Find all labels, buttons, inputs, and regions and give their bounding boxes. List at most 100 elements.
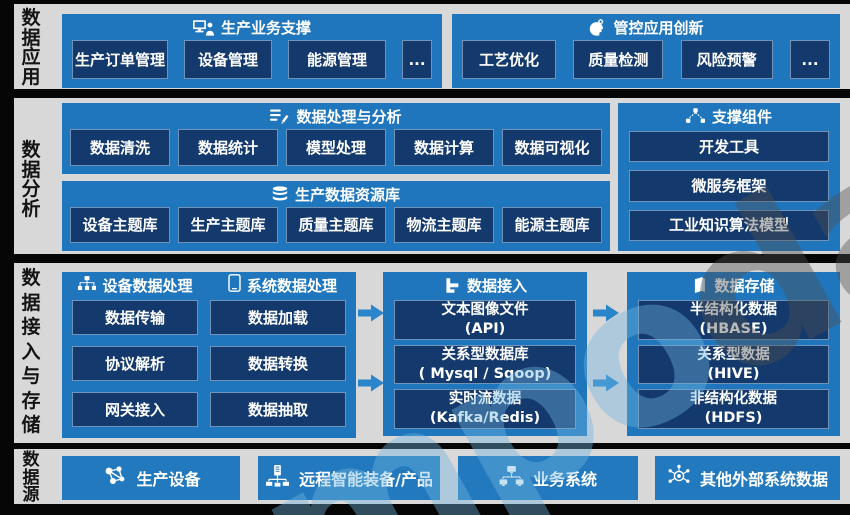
- repository-item: 物流主题库: [394, 207, 494, 243]
- repository-item: 能源主题库: [502, 207, 602, 243]
- source-production-equipment: 生产设备: [62, 456, 240, 500]
- layer-label-data-analysis: 数据分析: [21, 139, 41, 220]
- business-support-items: 生产订单管理 设备管理 能源管理 ...: [62, 40, 442, 88]
- terminals-icon: [499, 465, 524, 491]
- source-remote-equipment: 远程智能装备/产品: [258, 456, 440, 500]
- source-business-systems: 业务系统: [458, 456, 638, 500]
- source-external-systems: 其他外部系统数据: [655, 456, 840, 500]
- production-repository-title-row: 生产数据资源库: [62, 181, 610, 207]
- item-line1: 半结构化数据: [690, 302, 777, 318]
- control-innovation-item: 工艺优化: [462, 40, 556, 79]
- item-line1: 关系型数据库: [441, 346, 529, 363]
- item-line2: (HBASE): [699, 320, 768, 337]
- control-innovation-item-more: ...: [789, 40, 830, 79]
- data-processing-items: 数据清洗 数据统计 模型处理 数据计算 数据可视化: [62, 129, 610, 174]
- source-label: 生产设备: [136, 470, 201, 489]
- data-processing-item: 数据清洗: [70, 129, 170, 166]
- control-innovation-title-row: 管控应用创新: [452, 14, 840, 40]
- remote-devices-icon: [265, 464, 290, 492]
- item-line2: (API): [464, 320, 506, 337]
- molecule-icon: [101, 463, 127, 493]
- monitor-user-icon: [192, 19, 214, 36]
- processing-items-grid: 数据传输 数据加载 协议解析 数据转换 网关接入 数据抽取: [62, 298, 356, 438]
- panel-title: 设备数据处理: [102, 276, 193, 295]
- panel-production-repository: 生产数据资源库 设备主题库 生产主题库 质量主题库 物流主题库 能源主题库: [62, 181, 610, 251]
- hierarchy-icon: [78, 275, 97, 295]
- panel-data-processing: 数据处理与分析 数据清洗 数据统计 模型处理 数据计算 数据可视化: [62, 103, 610, 174]
- source-label: 远程智能装备/产品: [299, 470, 433, 489]
- processing-title-row: 设备数据处理 系统数据处理: [62, 272, 356, 298]
- data-access-item: 文本图像文件 (API): [394, 300, 576, 340]
- panel-title: 系统数据处理: [246, 276, 337, 295]
- control-innovation-items: 工艺优化 质量检测 风险预警 ...: [452, 40, 840, 88]
- system-processing-item: 数据抽取: [210, 392, 346, 427]
- panel-title: 数据存储: [714, 276, 775, 295]
- support-component-item: 工业知识算法模型: [629, 209, 829, 241]
- panel-title: 生产数据资源库: [294, 185, 400, 204]
- item-line1: 关系型数据: [697, 346, 770, 363]
- panel-business-support: 生产业务支撑 生产订单管理 设备管理 能源管理 ...: [62, 14, 442, 88]
- storage-box-icon: [692, 276, 707, 295]
- data-storage-item: 非结构化数据 (HDFS): [638, 389, 829, 430]
- system-processing-item: 数据加载: [210, 300, 346, 335]
- support-component-item: 开发工具: [629, 131, 829, 163]
- layer-label-data-source: 数据源: [22, 450, 40, 505]
- panel-title: 数据处理与分析: [296, 107, 402, 126]
- flow-arrow-right: [593, 374, 619, 392]
- layer-divider-2: [0, 254, 850, 263]
- panel-data-access: 数据接入 文本图像文件 (API) 关系型数据库 ( Mysql / Sqoop…: [383, 272, 587, 436]
- layer-label-data-ingest-storage: 数据接入与存储: [21, 267, 41, 436]
- panel-title: 数据接入: [466, 276, 527, 295]
- production-repository-items: 设备主题库 生产主题库 质量主题库 物流主题库 能源主题库: [62, 207, 610, 251]
- business-support-item: 设备管理: [184, 40, 272, 79]
- panel-device-system-processing: 设备数据处理 系统数据处理 数据传输 数据加载 协议解析 数据转换 网关接入 数…: [62, 272, 356, 438]
- data-access-item: 关系型数据库 ( Mysql / Sqoop): [394, 344, 576, 385]
- data-storage-item: 半结构化数据 (HBASE): [638, 300, 829, 340]
- control-innovation-item: 风险预警: [680, 40, 773, 79]
- panel-control-innovation: 管控应用创新 工艺优化 质量检测 风险预警 ...: [452, 14, 840, 88]
- device-processing-item: 网关接入: [72, 392, 198, 427]
- head-gear-icon: [588, 18, 606, 36]
- panel-support-components: 支撑组件 开发工具 微服务框架 工业知识算法模型: [618, 103, 840, 251]
- support-components-items: 开发工具 微服务框架 工业知识算法模型: [618, 129, 840, 251]
- item-line2: (Kafka/Redis): [429, 410, 541, 427]
- phone-icon: [228, 274, 241, 296]
- panel-title: 支撑组件: [711, 107, 772, 126]
- system-processing-item: 数据转换: [210, 346, 346, 381]
- repository-item: 设备主题库: [70, 207, 170, 243]
- repository-item: 生产主题库: [178, 207, 278, 243]
- database-icon: [272, 185, 288, 203]
- panel-title: 生产业务支撑: [220, 18, 311, 37]
- item-line2: ( Mysql / Sqoop): [418, 365, 552, 382]
- flow-arrow-right: [358, 304, 384, 322]
- support-components-title-row: 支撑组件: [618, 103, 840, 129]
- data-access-items: 文本图像文件 (API) 关系型数据库 ( Mysql / Sqoop) 实时流…: [383, 298, 587, 439]
- plug-icon: [443, 277, 460, 294]
- data-storage-items: 半结构化数据 (HBASE) 关系型数据 (HIVE) 非结构化数据 (HDFS…: [627, 298, 840, 439]
- bars-pen-icon: [270, 108, 289, 125]
- device-processing-item: 协议解析: [72, 346, 198, 381]
- linked-nodes-icon: [685, 108, 705, 124]
- item-line1: 实时流数据: [448, 391, 522, 408]
- support-component-item: 微服务框架: [629, 170, 829, 202]
- data-processing-item: 数据可视化: [502, 129, 602, 166]
- frame-bottom-bar: [0, 504, 850, 515]
- item-line2: (HDFS): [704, 410, 763, 427]
- flow-arrow-right: [358, 374, 384, 392]
- source-label: 其他外部系统数据: [699, 470, 828, 489]
- business-support-item: 能源管理: [288, 40, 386, 79]
- data-storage-title-row: 数据存储: [627, 272, 840, 298]
- layer-label-data-application: 数据应用: [21, 7, 41, 88]
- layer-divider-1: [0, 89, 850, 98]
- data-processing-item: 数据计算: [394, 129, 494, 166]
- panel-title: 管控应用创新: [613, 18, 704, 37]
- panel-data-storage: 数据存储 半结构化数据 (HBASE) 关系型数据 (HIVE) 非结构化数据 …: [627, 272, 840, 436]
- control-innovation-item: 质量检测: [573, 40, 664, 79]
- data-processing-item: 数据统计: [178, 129, 278, 166]
- layer-divider-3: [0, 443, 850, 449]
- data-access-item: 实时流数据 (Kafka/Redis): [394, 389, 576, 430]
- item-line2: (HIVE): [707, 365, 760, 382]
- data-access-title-row: 数据接入: [383, 272, 587, 298]
- external-network-icon: [667, 464, 691, 492]
- repository-item: 质量主题库: [286, 207, 386, 243]
